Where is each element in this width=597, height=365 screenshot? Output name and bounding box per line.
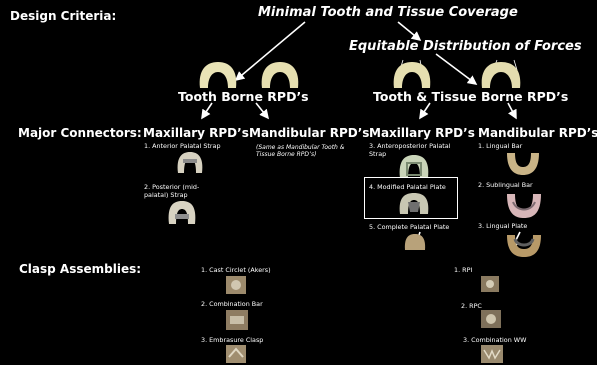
criteria-equitable: Equitable Distribution of Forces <box>349 39 582 54</box>
major-connectors-label: Major Connectors: <box>18 126 142 140</box>
tb-mand-note-text: (Same as Mandibular Tooth & Tissue Borne… <box>256 144 344 158</box>
combination-bar-clasp-image <box>226 310 248 330</box>
criteria-minimal: Minimal Tooth and Tissue Coverage <box>258 5 518 20</box>
tb-max-item-2-text: 2. Posterior (mid-palatal) Strap <box>144 183 199 199</box>
rpc-clasp-image <box>481 310 501 328</box>
tb-clasp-1: 1. Cast Circlet (Akers) <box>201 266 271 274</box>
complete-palatal-plate-image <box>404 233 426 251</box>
ttb-max-item-2: 4. Modified Palatal Plate <box>369 183 446 191</box>
posterior-palatal-strap-image <box>167 200 197 226</box>
ttb-mand-item-2: 2. Sublingual Bar <box>478 181 533 189</box>
tooth-borne-title: Tooth Borne RPD’s <box>178 89 309 104</box>
anterior-palatal-strap-image <box>176 151 204 175</box>
arrow-minimal-to-equitable <box>398 22 420 40</box>
tooth-borne-denture-image-1 <box>196 60 240 90</box>
arrow-tissue-borne-to-mandibular <box>508 103 516 118</box>
tb-max-item-2: 2. Posterior (mid-palatal) Strap <box>144 183 214 199</box>
lingual-bar-image <box>505 151 541 177</box>
ttb-clasp-3: 3. Combination WW <box>463 336 526 344</box>
tissue-borne-maxillary-title: Maxillary RPD’s <box>369 126 475 140</box>
lingual-plate-image <box>505 233 543 259</box>
ttb-clasp-1: 1. RPI <box>454 266 472 274</box>
tissue-borne-title: Tooth & Tissue Borne RPD’s <box>373 89 568 104</box>
tissue-borne-denture-image-2 <box>478 60 524 90</box>
arrow-equitable-to-tissue-borne <box>436 54 476 84</box>
modified-palatal-plate-image <box>398 192 430 216</box>
combination-ww-clasp-image <box>481 345 503 363</box>
arrow-tooth-borne-to-maxillary <box>202 103 212 118</box>
rpi-clasp-image <box>481 276 499 292</box>
ttb-mand-item-1: 1. Lingual Bar <box>478 142 522 150</box>
ttb-mand-item-3: 3. Lingual Plate <box>478 222 527 230</box>
embrasure-clasp-image <box>226 345 246 363</box>
tb-clasp-3: 3. Embrasure Clasp <box>201 336 263 344</box>
tb-mand-note: (Same as Mandibular Tooth & Tissue Borne… <box>256 144 356 158</box>
clasp-assemblies-label: Clasp Assemblies: <box>19 262 141 276</box>
design-criteria-label: Design Criteria: <box>10 9 116 23</box>
tooth-borne-maxillary-title: Maxillary RPD’s <box>143 126 249 140</box>
tooth-borne-denture-image-2 <box>258 60 302 90</box>
cast-circlet-clasp-image <box>226 276 246 294</box>
sublingual-bar-image <box>505 192 543 220</box>
tb-max-item-1: 1. Anterior Palatal Strap <box>144 142 221 150</box>
ttb-max-item-3: 5. Complete Palatal Plate <box>369 223 449 231</box>
tissue-borne-mandibular-title: Mandibular RPD’s <box>478 126 597 140</box>
arrow-tissue-borne-to-maxillary <box>420 103 430 118</box>
tooth-borne-mandibular-title: Mandibular RPD’s <box>249 126 369 140</box>
arrow-tooth-borne-to-mandibular <box>256 103 268 118</box>
ttb-clasp-2: 2. RPC <box>461 302 482 310</box>
tissue-borne-denture-image-1 <box>390 60 434 90</box>
tb-clasp-2: 2. Combination Bar <box>201 300 263 308</box>
